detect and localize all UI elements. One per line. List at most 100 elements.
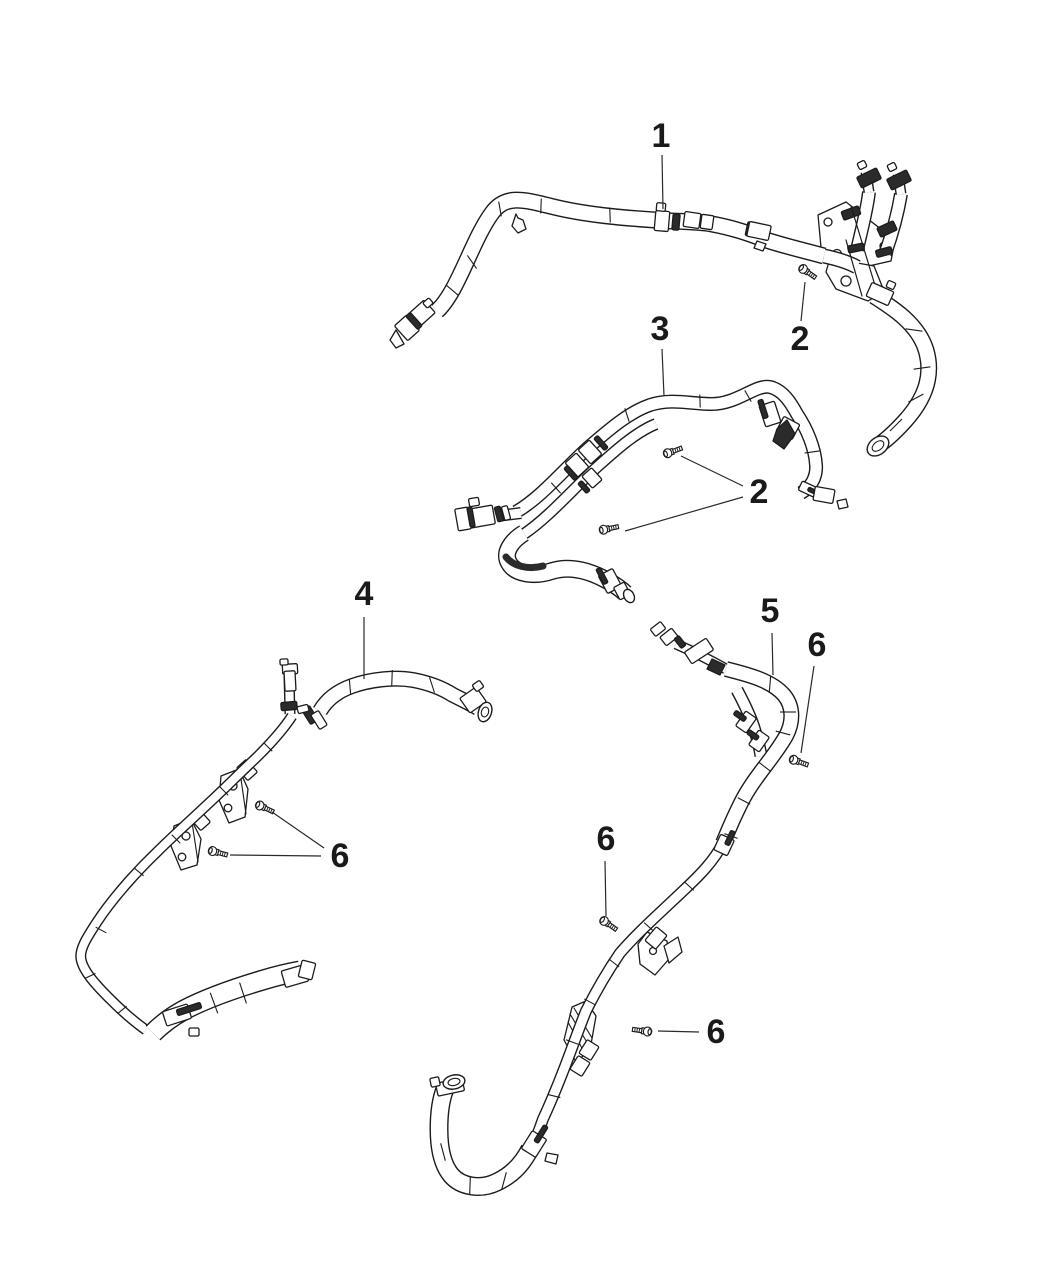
hose-segment-line [744,390,752,402]
hose-clamp [578,439,602,465]
hose-assembly-5 [429,621,800,1196]
connector-clip [706,658,726,676]
bolt-thread [219,851,222,856]
hose-segment-line [804,450,820,454]
clamp-screw [856,159,868,171]
hose-tube [430,1085,538,1195]
retainer-clip [511,213,527,234]
bolt-2c [598,523,620,535]
hose-connector [746,221,772,241]
bolt-thread [612,525,615,530]
hose-segment-line [263,742,273,752]
hose-clamp [886,169,912,191]
connector-clip [422,297,434,309]
bolt-thread [611,925,615,929]
hose-tube [76,713,296,1034]
hose-segment-line [683,881,695,891]
mounting-bolt [599,526,604,534]
part-detail [502,553,547,572]
hose-segment-line [469,1176,471,1196]
hose-segment-line [239,982,247,1004]
hose-segment-line [209,992,219,1014]
hose-clamp [459,686,487,714]
part-detail [500,505,512,521]
clamp-screw [886,161,898,173]
part-detail [175,1002,203,1016]
part-detail [845,239,863,297]
part-detail [595,567,609,585]
bolt-6a [254,800,276,815]
hose-segment-line [643,922,655,932]
bolt-thread [269,808,273,813]
quick-connector [659,628,679,646]
hose-segment-line [905,328,923,332]
bleed-port [296,703,310,715]
hose-clamp [653,209,671,233]
bolt-thread [221,851,224,856]
hose-segment-line [908,393,924,403]
mounting-bolt [255,801,261,808]
part-detail [493,505,505,523]
bolt-thread [802,761,805,766]
bracket-hole [223,803,233,813]
bolt-6e [631,1026,653,1037]
bolt-thread [634,1027,636,1032]
bolt-thread [638,1028,641,1033]
hose-segment-line [609,207,611,223]
part-detail [875,246,893,258]
hose-segment-line [84,972,96,980]
bolt-thread [676,447,679,452]
hose-segment-line [768,675,772,693]
leader-line [661,154,664,210]
part-detail [280,700,298,712]
bolt-thread [223,852,226,857]
mounting-bolt [208,847,213,854]
leader-line [657,1030,700,1033]
bolt-thread [612,926,617,931]
leader-line [229,854,322,857]
hose-tube [526,840,728,1152]
tube-clamp [578,1039,600,1061]
bolt-thread [268,807,271,812]
hose-segment-line [498,201,502,217]
leader-line [800,281,806,322]
bolt-thread [610,525,613,531]
part-detail [850,205,878,293]
hose-segment-line [348,678,352,696]
part-detail [191,821,199,863]
hose-end-opening [442,1074,466,1090]
hose-segment-line [889,418,903,432]
hose-clamp [856,167,882,189]
bolts-layer [207,263,818,1037]
leader-line [604,860,607,917]
hose-segment-line [429,677,435,693]
callout-6-bottom: 6 [707,1013,726,1051]
bracket-wing [663,936,683,964]
hose-segment-line [134,867,144,877]
part-detail [563,465,579,481]
bracket-tab [772,419,796,450]
bolt-thread [674,448,677,453]
hose-tube [521,419,658,538]
tube-clamp [569,1055,591,1077]
part-detail [724,829,736,847]
part-detail [840,205,862,221]
leader-line [771,632,774,676]
part-detail [405,312,423,330]
hose-segment-line [440,1143,446,1161]
quick-connector [650,621,666,637]
hose-segment-line [737,797,751,805]
hose-tube [716,662,798,846]
hose-segment-line [565,1039,579,1045]
clamp-screw [655,202,667,212]
connector-clip [467,496,481,508]
part-detail [533,1124,549,1144]
hose-segment-line [775,730,791,736]
bracket-hole [823,217,833,227]
bolt-thread [636,1027,638,1033]
leader-line [271,811,325,849]
bolt-thread [678,446,681,451]
bracket-hole [181,831,191,841]
